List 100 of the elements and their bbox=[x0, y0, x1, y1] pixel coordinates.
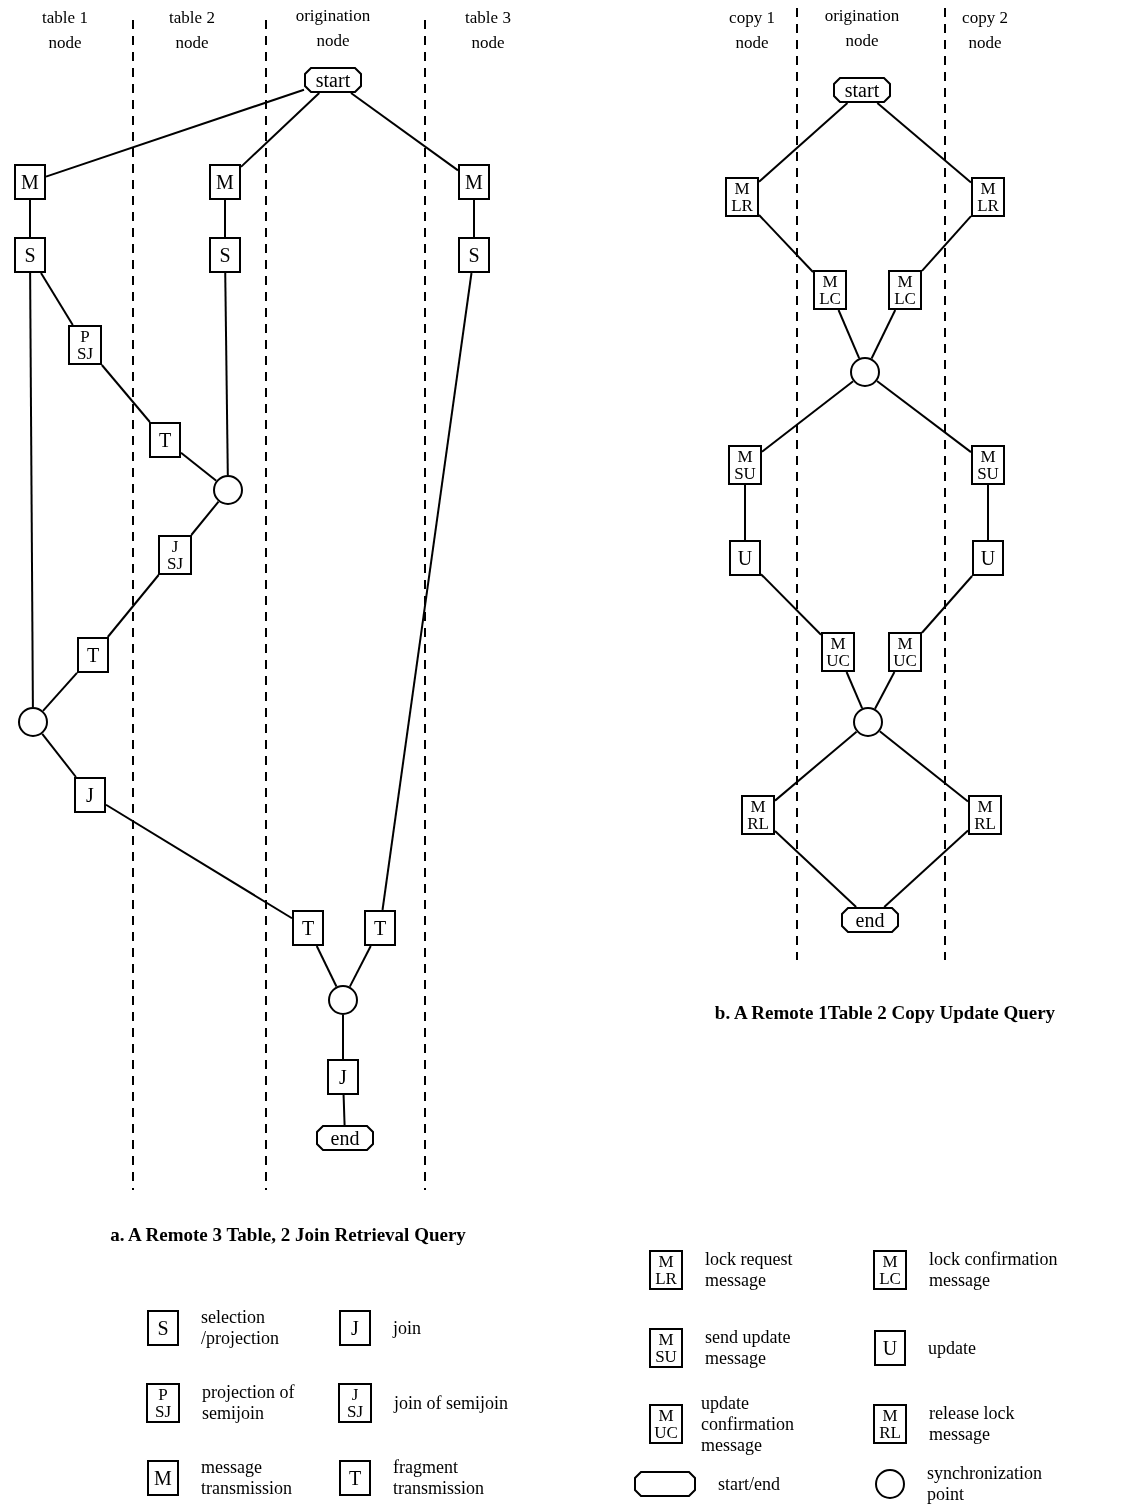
legend-description: release lock message bbox=[929, 1403, 1016, 1445]
lane-header: table 3 node bbox=[464, 7, 512, 54]
connector-line bbox=[878, 730, 969, 803]
connector-line bbox=[41, 732, 77, 778]
connector-line bbox=[29, 272, 34, 708]
process-box bbox=[741, 795, 775, 835]
process-box bbox=[873, 1404, 907, 1444]
node-label: M bbox=[21, 171, 39, 193]
lane-header: origination node bbox=[823, 5, 901, 52]
connector-line bbox=[774, 730, 858, 802]
process-box bbox=[874, 1330, 906, 1366]
legend-description: join of semijoin bbox=[394, 1392, 509, 1414]
node-label: M bbox=[822, 273, 838, 290]
node-label: T bbox=[158, 429, 172, 451]
connector-line bbox=[240, 92, 321, 168]
node-label: LR bbox=[655, 1270, 677, 1287]
connector-line bbox=[348, 945, 372, 988]
node-label: M bbox=[658, 1253, 674, 1270]
process-box bbox=[292, 910, 324, 946]
process-box bbox=[821, 632, 855, 672]
node-label: M bbox=[977, 798, 993, 815]
process-box bbox=[339, 1310, 371, 1346]
node-label: M bbox=[897, 273, 913, 290]
process-box bbox=[649, 1250, 683, 1290]
process-box bbox=[728, 445, 762, 485]
sync-circle bbox=[213, 475, 243, 505]
process-box bbox=[338, 1383, 372, 1423]
legend-description: lock confirmation message bbox=[929, 1249, 1059, 1291]
node-label: RL bbox=[747, 815, 769, 832]
process-box bbox=[364, 910, 396, 946]
process-box bbox=[77, 637, 109, 673]
connector-line bbox=[987, 484, 989, 541]
connector-line bbox=[837, 309, 861, 360]
process-box bbox=[649, 1404, 683, 1444]
connector-line bbox=[106, 574, 160, 638]
sync-circle bbox=[328, 985, 358, 1015]
node-label: RL bbox=[974, 815, 996, 832]
node-label: SU bbox=[977, 465, 999, 482]
connector-line bbox=[473, 199, 475, 238]
connector-line bbox=[342, 1014, 344, 1060]
start-end-terminal bbox=[316, 1125, 374, 1151]
connector-line bbox=[40, 272, 74, 326]
node-label: start bbox=[315, 69, 351, 91]
node-label: start bbox=[844, 79, 880, 101]
node-label: UC bbox=[826, 652, 850, 669]
node-label: M bbox=[897, 635, 913, 652]
node-label: M bbox=[750, 798, 766, 815]
process-box bbox=[458, 164, 490, 200]
node-label: SJ bbox=[76, 345, 94, 362]
process-box bbox=[888, 632, 922, 672]
process-box bbox=[146, 1383, 180, 1423]
process-box bbox=[873, 1250, 907, 1290]
process-box bbox=[147, 1460, 179, 1496]
node-label: M bbox=[465, 171, 483, 193]
connector-line bbox=[744, 484, 746, 541]
connector-line bbox=[349, 92, 459, 172]
node-label: M bbox=[154, 1467, 172, 1489]
legend-description: projection of semijoin bbox=[202, 1382, 296, 1424]
node-label: T bbox=[301, 917, 315, 939]
node-label: T bbox=[373, 917, 387, 939]
lane-header: copy 1 node bbox=[728, 7, 776, 54]
legend-description: update confirmation message bbox=[701, 1392, 795, 1456]
node-label: SU bbox=[655, 1348, 677, 1365]
node-label: M bbox=[658, 1331, 674, 1348]
node-label: M bbox=[216, 171, 234, 193]
start-end-terminal bbox=[304, 67, 362, 93]
legend-description: selection /projection bbox=[201, 1307, 280, 1349]
lane-header: table 2 node bbox=[168, 7, 216, 54]
connector-line bbox=[315, 945, 338, 988]
node-label: LR bbox=[977, 197, 999, 214]
node-label: S bbox=[468, 244, 480, 266]
connector-line bbox=[105, 803, 293, 920]
sync-circle bbox=[853, 707, 883, 737]
connector-line bbox=[875, 380, 972, 454]
connector-line bbox=[381, 272, 473, 911]
diagram-caption: a. A Remote 3 Table, 2 Join Retrieval Query bbox=[110, 1223, 466, 1247]
start-end-terminal bbox=[634, 1471, 696, 1497]
node-label: UC bbox=[893, 652, 917, 669]
node-label: J bbox=[171, 538, 179, 555]
node-label: J bbox=[351, 1317, 359, 1339]
process-box bbox=[158, 535, 192, 575]
process-box bbox=[339, 1460, 371, 1496]
node-label: M bbox=[980, 180, 996, 197]
process-box bbox=[14, 237, 46, 273]
node-label: LC bbox=[894, 290, 916, 307]
node-label: end bbox=[330, 1127, 360, 1149]
connector-line bbox=[845, 671, 864, 710]
connector-line bbox=[761, 380, 855, 453]
node-label: LC bbox=[879, 1270, 901, 1287]
connector-line bbox=[921, 575, 974, 634]
node-label: LC bbox=[819, 290, 841, 307]
start-end-terminal bbox=[841, 907, 899, 933]
node-label: J bbox=[351, 1386, 359, 1403]
connector-line bbox=[921, 215, 972, 272]
connector-line bbox=[758, 213, 814, 274]
process-box bbox=[971, 177, 1005, 217]
connector-line bbox=[42, 671, 78, 712]
node-label: T bbox=[348, 1467, 362, 1489]
process-box bbox=[725, 177, 759, 217]
node-label: S bbox=[24, 244, 36, 266]
